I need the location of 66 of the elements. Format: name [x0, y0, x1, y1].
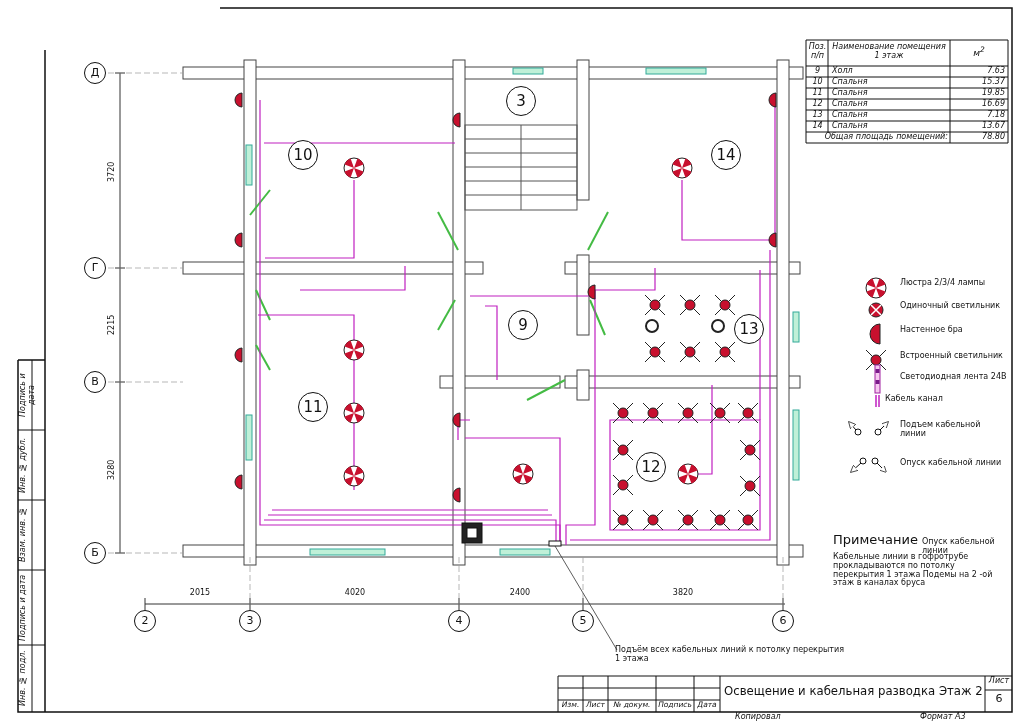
stamp-text: Взам. инв. № — [19, 506, 28, 565]
sheet-number: 6 — [994, 693, 1004, 706]
legend-text: Люстра 2/3/4 лампы — [900, 279, 987, 288]
axis-marker: 5 — [572, 610, 594, 632]
table-cell-text: 19.85 — [981, 89, 1005, 98]
axis-marker: 4 — [448, 610, 470, 632]
axis-marker: 2 — [134, 610, 156, 632]
table-cell-text: 12 — [811, 100, 824, 109]
table-header: м$^{2}$ — [972, 46, 986, 59]
room-number: 14 — [711, 140, 741, 170]
legend-text: Встроенный светильник — [900, 352, 1004, 361]
stamp-text: Копировал — [735, 713, 782, 722]
table-cell-text: Спальня — [832, 122, 869, 131]
legend-text: Настенное бра — [900, 326, 964, 335]
table-header: Наименование помещения 1 этаж — [831, 43, 947, 61]
table-header: Поз. п/п — [807, 43, 828, 61]
stamp-text: Инв. № дубл. — [19, 436, 28, 495]
legend-text: Подъем кабельной линии — [900, 421, 982, 439]
table-cell-text: 7.63 — [986, 67, 1005, 76]
axis-marker: 6 — [772, 610, 794, 632]
axis-marker: Б — [84, 542, 106, 564]
dimension-text: 4020 — [343, 589, 367, 598]
stamp-text: Подпись и дата — [19, 573, 28, 643]
table-cell-text: 15.37 — [981, 78, 1005, 87]
room-number: 3 — [506, 86, 536, 116]
table-cell-text: 9 — [813, 67, 822, 76]
dimension-text: 2015 — [188, 589, 212, 598]
table-cell-text: 16.69 — [981, 100, 1005, 109]
stamp-text: Формат А3 — [920, 713, 967, 722]
cable-riser-point — [548, 540, 562, 547]
drawing-title: Освещение и кабельная разводка Этаж 2 — [724, 684, 982, 699]
table-cell-text: 10 — [811, 78, 824, 87]
table-cell-text: Спальня — [832, 78, 869, 87]
table-cell-text: 7.18 — [986, 111, 1005, 120]
table-cell-text: Спальня — [832, 111, 869, 120]
room-number: 10 — [288, 140, 318, 170]
stamp-text: Инв. № подл. — [19, 649, 28, 709]
axis-marker: Д — [84, 62, 106, 84]
room-number: 13 — [734, 314, 764, 344]
legend-text: Светодиодная лента 24В — [900, 373, 1008, 382]
axis-marker: Г — [84, 257, 106, 279]
legend-text: Одиночный светильник — [900, 302, 1002, 311]
dimension-text: 2400 — [508, 589, 532, 598]
stamp-text: Лист — [987, 677, 1011, 686]
table-cell-text: Холл — [832, 67, 854, 76]
note-text: Подъём всех кабельных линий к потолку перекрытия 1 этажа — [615, 646, 845, 664]
dimension-text: 2215 — [108, 313, 117, 338]
note-heading: Примечание — [833, 533, 918, 548]
table-cell-text: Общая площадь помещений: — [823, 133, 948, 142]
dimension-text: 3720 — [108, 160, 117, 185]
table-cell-text: Спальня — [832, 100, 869, 109]
table-cell-text: 13.67 — [981, 122, 1005, 131]
room-number: 12 — [636, 452, 666, 482]
table-cell-text: 11 — [811, 89, 824, 98]
dimension-text: 3280 — [108, 458, 117, 483]
room-number: 11 — [298, 392, 328, 422]
table-cell-text: 13 — [811, 111, 824, 120]
axis-marker: В — [84, 371, 106, 393]
dimension-text: 3820 — [671, 589, 695, 598]
legend-text: Кабель канал — [885, 395, 944, 404]
table-cell-text: 78.80 — [981, 133, 1005, 142]
table-cell-text: Спальня — [832, 89, 869, 98]
room-number: 9 — [508, 310, 538, 340]
legend-text: Опуск кабельной линии — [900, 459, 1003, 468]
axis-marker: 3 — [239, 610, 261, 632]
table-cell-text: 14 — [811, 122, 824, 131]
